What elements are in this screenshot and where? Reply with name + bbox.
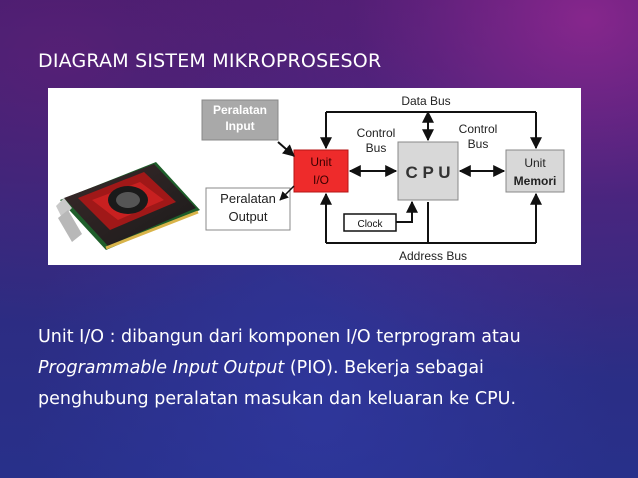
slide-title: DIAGRAM SISTEM MIKROPROSESOR	[38, 50, 382, 72]
io-unit-label-2: I/O	[313, 173, 329, 187]
input-device-label-1: Peralatan	[213, 103, 267, 117]
control-bus-left-label-2: Bus	[366, 141, 387, 155]
memory-unit-box: Unit Memori	[505, 149, 565, 193]
output-device-box: Peralatan Output	[205, 187, 291, 231]
address-bus-label: Address Bus	[399, 249, 467, 263]
bus-lines	[277, 110, 542, 244]
cpu-label: C P U	[405, 163, 450, 182]
output-device-label-1: Peralatan	[220, 191, 276, 206]
clock-label: Clock	[357, 219, 383, 230]
input-device-label-2: Input	[225, 119, 254, 133]
io-unit-box: Unit I/O	[293, 149, 349, 193]
input-device-box: Peralatan Input	[201, 99, 279, 141]
system-diagram: Peralatan Input Peralatan Output Unit I/…	[48, 88, 581, 265]
output-device-label-2: Output	[228, 209, 267, 224]
graphics-card-image	[56, 162, 200, 250]
memory-unit-label-2: Memori	[514, 174, 557, 188]
control-bus-left-label-1: Control	[357, 126, 396, 140]
body-paragraph: Unit I/O : dibangun dari komponen I/O te…	[38, 322, 618, 415]
body-line-3: penghubung peralatan masukan dan keluara…	[38, 389, 517, 409]
body-line-2-rest: (PIO). Bekerja sebagai	[284, 358, 484, 378]
clock-box: Clock	[343, 213, 397, 232]
io-unit-label-1: Unit	[310, 155, 332, 169]
diagram-canvas: Peralatan Input Peralatan Output Unit I/…	[56, 94, 565, 263]
body-line-1: Unit I/O : dibangun dari komponen I/O te…	[38, 327, 521, 347]
control-bus-right-label-2: Bus	[468, 137, 489, 151]
data-bus-label: Data Bus	[401, 94, 450, 108]
control-bus-right-label-1: Control	[459, 122, 498, 136]
memory-unit-label-1: Unit	[524, 156, 546, 170]
body-line-2-italic: Programmable Input Output	[38, 358, 285, 378]
cpu-box: C P U	[397, 141, 459, 201]
body-line-2: Programmable Input Output (PIO). Bekerja…	[38, 353, 618, 384]
